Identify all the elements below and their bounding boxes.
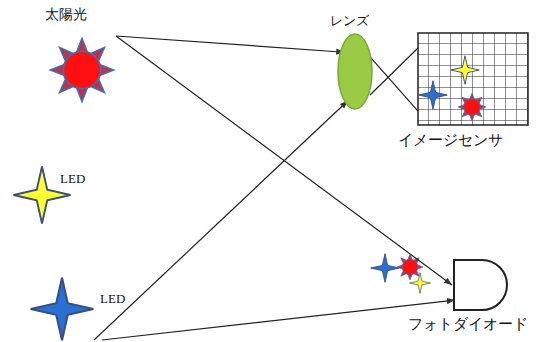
light-ray: [94, 101, 348, 340]
node-label: LED: [100, 292, 125, 307]
sun-icon: [48, 36, 116, 104]
photodiode-shape: [452, 258, 510, 312]
node-label: フォトダイオード: [408, 316, 528, 333]
led: LED: [10, 165, 74, 225]
lens-shape: [337, 33, 373, 110]
sensor-grid: [418, 33, 528, 125]
node-label: LED: [60, 172, 85, 187]
light-ray: [370, 48, 418, 95]
node-label: 太陽光: [45, 6, 87, 22]
led-star-icon: [22, 276, 102, 342]
node-label: イメージセンサ: [398, 132, 503, 149]
light-ray: [369, 56, 418, 111]
image-sensor: イメージセンサ: [418, 33, 528, 125]
photodiode: フォトダイオード: [452, 258, 510, 312]
light-cluster: [371, 254, 431, 294]
lens: レンズ: [337, 33, 373, 110]
led: LED: [22, 276, 102, 342]
node-label: レンズ: [330, 14, 369, 29]
light-source: 太陽光: [48, 36, 116, 104]
light-ray: [116, 36, 344, 52]
light-ray: [102, 300, 455, 340]
